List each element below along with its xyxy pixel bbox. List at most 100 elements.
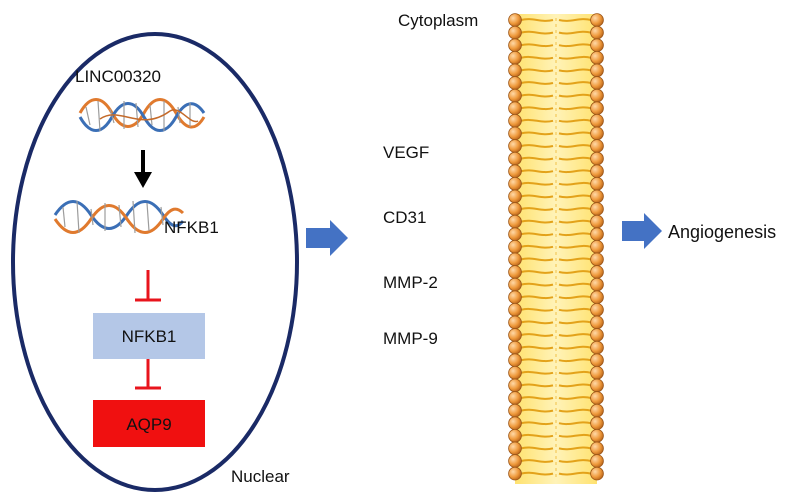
membrane-head-left: [508, 252, 522, 267]
lipid-tail-left: [520, 320, 554, 325]
membrane-head-right: [590, 114, 604, 128]
lipid-tail-right: [558, 30, 592, 35]
activation-arrow: [134, 150, 152, 188]
lipid-tail-right: [558, 345, 592, 350]
membrane-head-left: [508, 416, 522, 431]
lipid-tail-left: [520, 18, 554, 22]
membrane-head-left: [508, 88, 522, 103]
membrane-head-right: [590, 227, 604, 242]
membrane-head-right: [590, 101, 604, 115]
membrane-head-right: [590, 265, 604, 279]
membrane-head-right: [590, 403, 604, 418]
lipid-tail-left: [520, 345, 554, 350]
lipid-tail-left: [520, 219, 554, 224]
lipid-tail-left: [520, 295, 554, 300]
lipid-tail-right: [558, 383, 592, 388]
lipid-tail-left: [520, 156, 554, 161]
lipid-tail-right: [558, 307, 592, 312]
lipid-tail-right: [558, 169, 592, 174]
lipid-tail-right: [558, 370, 592, 375]
membrane-head-left: [508, 315, 522, 330]
lipid-tail-right: [558, 181, 592, 186]
membrane-head-right: [590, 88, 604, 103]
membrane-head-right: [590, 466, 604, 481]
cytoplasm-label: Cytoplasm: [398, 11, 478, 30]
membrane-head-right: [590, 13, 604, 27]
lipid-tail-right: [558, 219, 592, 224]
lipid-tail-left: [520, 471, 554, 476]
membrane-head-left: [508, 403, 522, 418]
membrane-head-right: [590, 365, 604, 380]
membrane-head-left: [508, 151, 522, 166]
lipid-tail-right: [558, 118, 592, 123]
target-label-vegf: VEGF: [383, 143, 429, 162]
lipid-tail-left: [520, 282, 554, 287]
membrane-head-right: [590, 202, 604, 216]
inhibition-bar-2: [135, 359, 161, 390]
membrane-head-right: [590, 25, 604, 40]
lipid-tail-left: [520, 55, 554, 60]
membrane-head-left: [508, 164, 522, 179]
membrane-head-left: [508, 50, 522, 65]
lipid-tail-left: [520, 43, 554, 48]
membrane-head-left: [508, 290, 522, 305]
nfkb1-gene-label: NFKB1: [122, 327, 177, 346]
membrane-head-left: [508, 13, 522, 27]
membrane-head-left: [508, 353, 522, 368]
membrane-head-right: [590, 126, 604, 141]
membrane-head-left: [508, 139, 522, 153]
lipid-tail-right: [558, 156, 592, 161]
membrane-head-left: [508, 240, 522, 254]
lipid-tail-right: [558, 244, 592, 249]
membrane-head-right: [590, 277, 604, 292]
membrane-head-left: [508, 76, 522, 90]
lipid-tail-right: [558, 18, 592, 22]
cell-membrane: [508, 13, 604, 484]
lipid-tail-right: [558, 471, 592, 476]
lipid-tail-right: [558, 55, 592, 60]
membrane-head-right: [590, 428, 604, 443]
lipid-tail-right: [558, 43, 592, 48]
membrane-head-right: [590, 38, 604, 52]
membrane-head-left: [508, 454, 522, 468]
membrane-head-right: [590, 290, 604, 305]
inhibition-bar-1: [135, 270, 161, 302]
lipid-tail-left: [520, 244, 554, 249]
aqp9-box: [93, 400, 205, 447]
membrane-head-right: [590, 454, 604, 468]
lipid-tail-right: [558, 131, 592, 136]
nucleus-label: Nuclear: [231, 467, 290, 486]
lipid-tail-right: [558, 93, 592, 98]
membrane-head-left: [508, 365, 522, 380]
lipid-tail-left: [520, 181, 554, 186]
lipid-tail-left: [520, 232, 554, 237]
lncrna-label: LINC00320: [75, 67, 161, 86]
membrane-head-right: [590, 50, 604, 65]
membrane-head-right: [590, 240, 604, 254]
membrane-head-left: [508, 441, 522, 456]
lipid-tail-right: [558, 421, 592, 426]
nfkb1-gene-box: [93, 313, 205, 359]
lipid-tail-right: [558, 358, 592, 363]
membrane-head-left: [508, 265, 522, 279]
lipid-heads-left: [508, 13, 522, 481]
lipid-tail-right: [558, 333, 592, 337]
membrane-head-left: [508, 101, 522, 115]
membrane-head-left: [508, 428, 522, 443]
target-label-cd31: CD31: [383, 208, 426, 227]
membrane-head-left: [508, 328, 522, 342]
lipid-tail-right: [558, 68, 592, 73]
target-label-mmp9: MMP-9: [383, 329, 438, 348]
lipid-tail-left: [520, 383, 554, 388]
lipid-tail-left: [520, 169, 554, 174]
lipid-tail-left: [520, 459, 554, 463]
lipid-tail-left: [520, 30, 554, 35]
membrane-head-left: [508, 202, 522, 216]
membrane-head-right: [590, 416, 604, 431]
membrane-head-right: [590, 164, 604, 179]
membrane-head-left: [508, 177, 522, 191]
protein-helix-icon: [53, 200, 185, 234]
blue-arrow-right: [622, 213, 662, 249]
lipid-tail-left: [520, 358, 554, 363]
